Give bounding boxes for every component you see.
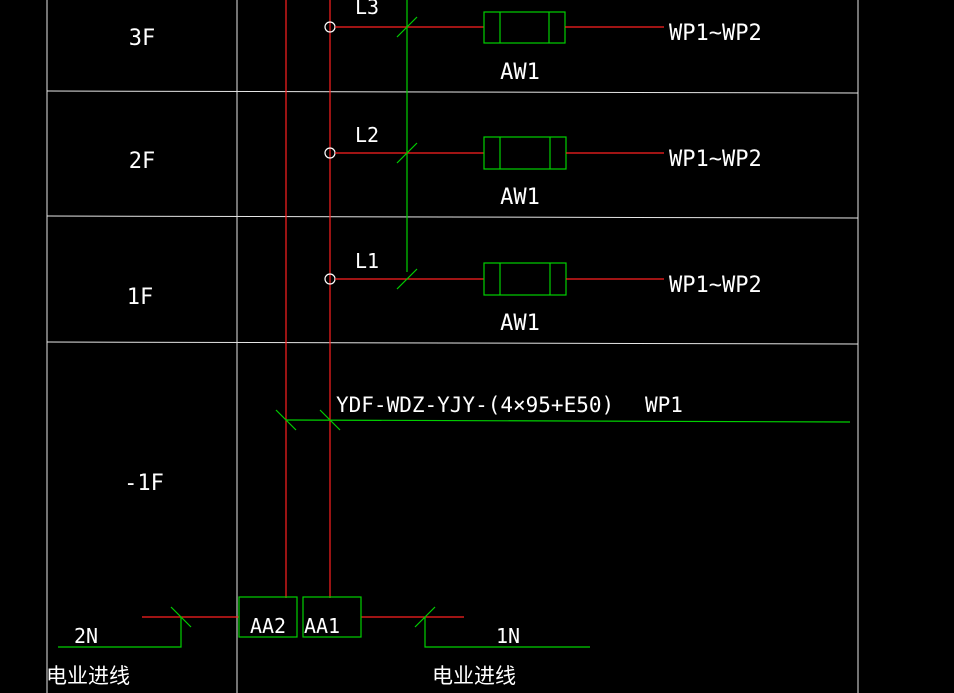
incoming-section [58, 596, 590, 648]
floor-label-2f: 2F [129, 149, 156, 174]
phase-label-l1: L1 [355, 249, 379, 273]
device-label-1f: AW1 [500, 311, 540, 336]
device-label-3f: AW1 [500, 60, 540, 85]
feeder-cable-spec: YDF-WDZ-YJY-(4×95+E50) [336, 393, 614, 417]
grid-floor-divider-1f [46, 341, 859, 345]
bus-label-2n: 2N [74, 624, 98, 648]
incoming-tick-right [414, 606, 436, 628]
bus-label-1n: 1N [496, 624, 520, 648]
floor-branch-1f [324, 262, 664, 296]
floor-label-3f: 3F [129, 26, 156, 51]
feeder-circuit-name: WP1 [645, 393, 683, 417]
switch-box-1f [483, 262, 567, 296]
feeder-cable [275, 409, 851, 431]
incoming-cable-left [58, 617, 182, 648]
tick-mark-2f [396, 142, 418, 164]
panel-aa1-box [302, 596, 362, 638]
floor-branch-3f [324, 11, 664, 44]
phase-label-l2: L2 [355, 123, 379, 147]
tick-mark-1f [396, 268, 418, 290]
panel-aa1-label: AA1 [304, 614, 340, 638]
circuit-label-2f: WP1~WP2 [669, 147, 762, 172]
floor-branch-2f [324, 136, 664, 170]
panel-aa2-box [238, 596, 298, 638]
circuit-label-3f: WP1~WP2 [669, 21, 762, 46]
labels: 3F 2F 1F -1F L3 L2 L1 AW1 AW1 AW1 WP1~WP… [46, 0, 762, 688]
circuit-label-1f: WP1~WP2 [669, 273, 762, 298]
device-label-2f: AW1 [500, 185, 540, 210]
feeder-cable-line [285, 419, 851, 423]
grid-floor-divider-2f [46, 215, 859, 219]
riser-lines [285, 0, 408, 598]
incoming-label-left: 电业进线 [46, 664, 130, 688]
switch-box-2f [483, 136, 567, 170]
feeder-tick-aa2 [275, 409, 297, 431]
phase-label-l3: L3 [355, 0, 379, 19]
panel-aa2-label: AA2 [250, 614, 286, 638]
grid-floor-divider-3f [46, 90, 859, 94]
feeder-tick-aa1 [319, 409, 341, 431]
switch-box-3f [483, 11, 566, 44]
floor-label-b1f: -1F [124, 471, 164, 496]
incoming-label-right: 电业进线 [432, 664, 516, 688]
incoming-cable-right [424, 617, 590, 648]
tick-mark-3f [396, 16, 418, 38]
floor-grid [46, 0, 859, 693]
floor-label-1f: 1F [127, 285, 154, 310]
incoming-tick-left [170, 606, 192, 628]
